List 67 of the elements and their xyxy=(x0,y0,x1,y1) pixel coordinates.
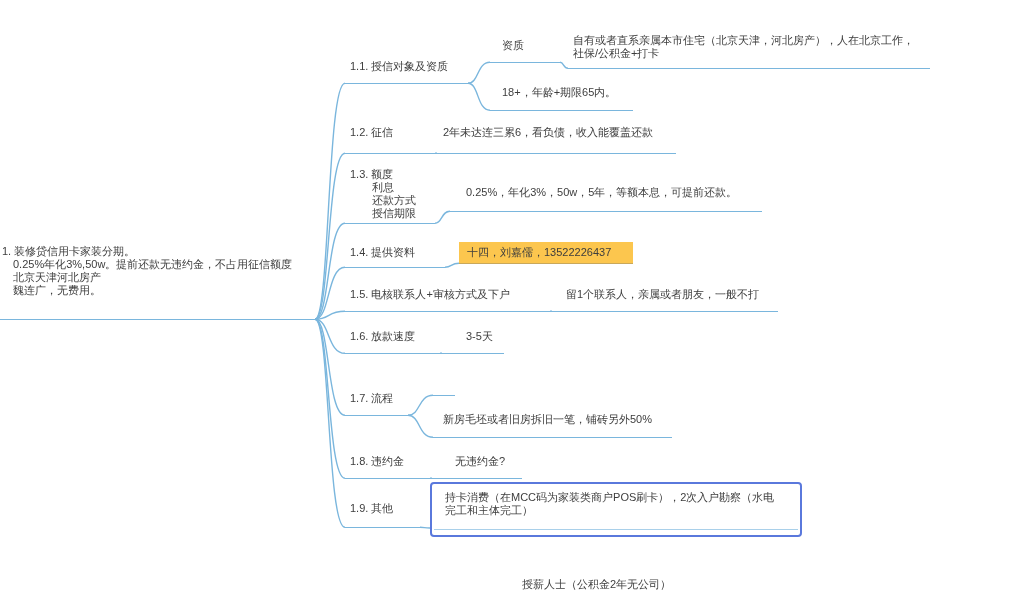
topic-text: 1.6. 放款速度 xyxy=(350,330,417,343)
branch-connector xyxy=(559,61,569,69)
topic xyxy=(345,126,435,154)
topic xyxy=(552,288,778,312)
topic xyxy=(433,413,672,438)
topic xyxy=(345,168,435,224)
topic-text: 1.3. 额度 xyxy=(350,168,395,181)
topic-text: 新房毛坯或者旧房拆旧一笔，铺砖另外50% xyxy=(443,413,654,426)
topic-text: 魏连广，无费用。 xyxy=(12,284,102,297)
branch-connector xyxy=(314,318,346,528)
topic xyxy=(432,455,522,479)
topic-text: 十四，刘嘉儒，13522226437 xyxy=(467,246,613,259)
branch-connector xyxy=(434,210,451,224)
branch-connector xyxy=(407,414,434,438)
topic-text: 持卡消费（在MCC码为家装类商户POS刷卡），2次入户勘察（水电完工和主体完工） xyxy=(445,491,776,517)
branch-connector xyxy=(314,152,346,320)
empty-topic-line xyxy=(433,394,455,396)
topic-text: 2年未达连三累6，看负债，收入能覆盖还款 xyxy=(443,126,655,139)
topic-text: 利息 xyxy=(371,181,395,194)
branch-connector xyxy=(444,262,460,268)
topic xyxy=(345,392,408,416)
topic-text: 1.8. 违约金 xyxy=(350,455,406,468)
branch-connector xyxy=(467,82,491,111)
topic xyxy=(345,502,420,528)
topic-text: 3-5天 xyxy=(466,330,494,343)
topic-text: 1.2. 征信 xyxy=(350,126,395,139)
branch-connector xyxy=(314,318,346,416)
topic-text: 1.9. 其他 xyxy=(350,502,395,515)
topic xyxy=(442,330,504,354)
topic-text: 1.7. 流程 xyxy=(350,392,395,405)
selected-topic xyxy=(430,482,802,537)
topic-text: 1.1. 授信对象及资质 xyxy=(350,60,450,73)
topic xyxy=(345,330,440,354)
topic xyxy=(345,60,468,84)
branch-connector xyxy=(549,310,553,312)
branch-connector xyxy=(407,394,434,416)
topic xyxy=(437,126,676,154)
branch-connector xyxy=(429,477,433,479)
branch-connector xyxy=(467,61,491,84)
topic xyxy=(568,34,930,69)
topic xyxy=(345,455,430,479)
topic xyxy=(450,186,762,212)
topic-text: 北京天津河北房产 xyxy=(12,271,102,284)
topic-text: 0.25%年化3%,50w。提前还款无违约金，不占用征信额度 xyxy=(12,258,294,271)
branch-connector xyxy=(419,526,431,529)
topic-text: 授信期限 xyxy=(371,207,417,220)
topic xyxy=(345,288,550,312)
branch-connector xyxy=(314,222,346,320)
topic-text: 无违约金? xyxy=(455,455,507,468)
topic-text: 1.4. 提供资料 xyxy=(350,246,417,259)
highlighted-topic xyxy=(459,242,633,264)
root-topic xyxy=(0,245,315,320)
topic xyxy=(490,39,560,63)
topic-text: 还款方式 xyxy=(371,194,417,207)
topic-text: 1. 装修贷信用卡家装分期。 xyxy=(2,245,137,258)
topic-text: 自有或者直系亲属本市住宅（北京天津，河北房产），人在北京工作，社保/公积金+打卡 xyxy=(573,34,915,60)
topic-text: 资质 xyxy=(502,39,525,52)
topic xyxy=(345,246,445,268)
topic xyxy=(490,86,633,111)
topic-text: 1.5. 电核联系人+审核方式及下户 xyxy=(350,288,511,301)
topic-text: 18+，年龄+期限65内。 xyxy=(502,86,618,99)
topic-text: 留1个联系人，亲属或者朋友，一般不打 xyxy=(566,288,761,301)
branch-connector xyxy=(434,152,438,154)
topic-text: 授薪人士（公积金2年无公司） xyxy=(522,578,672,591)
topic-text: 0.25%，年化3%，50w，5年，等额本息，可提前还款。 xyxy=(466,186,739,199)
branch-connector xyxy=(314,82,346,320)
branch-connector xyxy=(439,352,443,354)
